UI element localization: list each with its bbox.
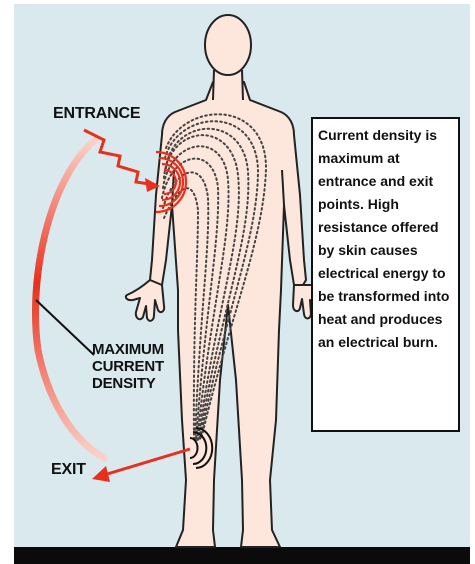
callout-text: Current density is maximum at entrance a… bbox=[318, 127, 449, 350]
explanation-callout-box: Current density is maximum at entrance a… bbox=[311, 117, 460, 432]
entrance-label: ENTRANCE bbox=[53, 105, 140, 123]
floor-band bbox=[14, 547, 470, 564]
maximum-current-density-label: MAXIMUM CURRENT DENSITY bbox=[92, 341, 164, 392]
exit-label: EXIT bbox=[51, 461, 86, 479]
